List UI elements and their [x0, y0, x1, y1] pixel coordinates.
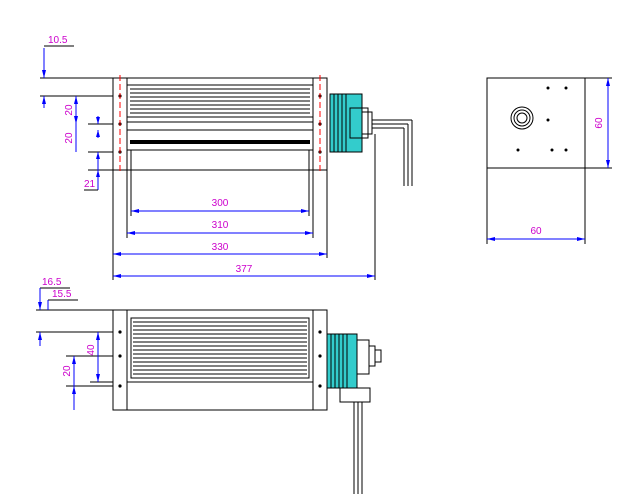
- front-motor: [329, 93, 413, 186]
- dim-300-label: 300: [212, 198, 229, 209]
- bottom-view: 16.5 15.5 40 20: [36, 277, 382, 494]
- bottom-impeller: [127, 317, 313, 383]
- end-hub-outer: [510, 106, 534, 130]
- dim-end-width-label: 60: [530, 226, 542, 237]
- dim-20-lower-label: 20: [64, 132, 75, 144]
- front-left-dims: 10.5 20 20 21: [40, 35, 113, 191]
- dim-377-label: 377: [236, 264, 253, 275]
- bottom-motor: [326, 333, 382, 494]
- front-housing: [112, 77, 328, 171]
- dim-330-label: 330: [212, 242, 229, 253]
- dim-16-5-label: 16.5: [42, 277, 62, 288]
- front-outlet-bar: [130, 140, 310, 144]
- bottom-left-dims: 16.5 15.5 40 20: [36, 277, 113, 410]
- front-view: 300 310 330 377 10: [40, 35, 413, 280]
- dim-40-label: 40: [86, 344, 97, 356]
- dim-20-upper-label: 20: [64, 104, 75, 116]
- dim-20-bottom-label: 20: [62, 365, 73, 377]
- end-plate: [486, 77, 586, 169]
- dim-310-label: 310: [212, 220, 229, 231]
- front-bottom-dims: 300 310 330 377: [113, 198, 375, 278]
- front-impeller-upper: [126, 84, 314, 118]
- end-view: 60 60: [486, 77, 612, 244]
- dim-10-5-label: 10.5: [48, 35, 68, 46]
- bottom-housing: [112, 309, 328, 411]
- dim-21-label: 21: [84, 179, 96, 190]
- dim-15-5-label: 15.5: [52, 289, 72, 300]
- front-impeller-lower: [127, 121, 313, 151]
- dim-end-height-label: 60: [594, 117, 605, 129]
